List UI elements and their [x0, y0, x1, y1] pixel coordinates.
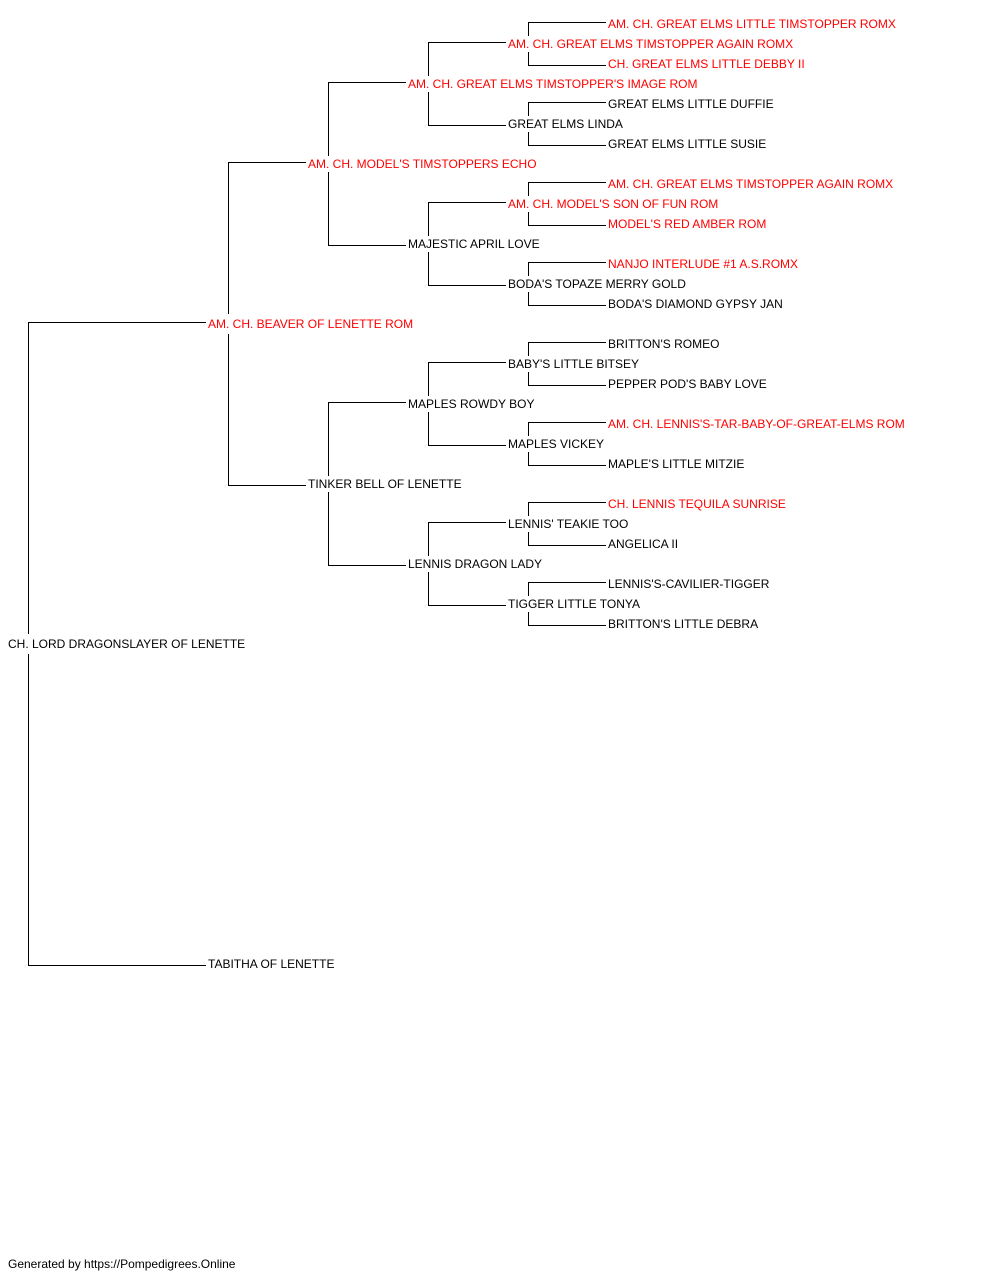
dog-ssss[interactable]: AM. CH. GREAT ELMS TIMSTOPPER AGAIN ROMX [508, 37, 794, 51]
dog-ssssd[interactable]: CH. GREAT ELMS LITTLE DEBBY II [608, 57, 805, 71]
dog-sddds[interactable]: LENNIS'S-CAVILIER-TIGGER [608, 577, 770, 591]
dog-ssdds[interactable]: NANJO INTERLUDE #1 A.S.ROMX [608, 257, 799, 271]
dog-sssdd[interactable]: GREAT ELMS LITTLE SUSIE [608, 137, 767, 151]
dog-ssdsd[interactable]: MODEL'S RED AMBER ROM [608, 217, 767, 231]
dog-dam[interactable]: TABITHA OF LENETTE [208, 957, 335, 971]
dog-sdssd[interactable]: PEPPER POD'S BABY LOVE [608, 377, 767, 391]
dog-sddd[interactable]: TIGGER LITTLE TONYA [508, 597, 641, 611]
dog-sssds[interactable]: GREAT ELMS LITTLE DUFFIE [608, 97, 774, 111]
dog-sssss[interactable]: AM. CH. GREAT ELMS LITTLE TIMSTOPPER ROM… [608, 17, 896, 31]
dog-sdsdd[interactable]: MAPLE'S LITTLE MITZIE [608, 457, 745, 471]
dog-sddsd[interactable]: ANGELICA II [608, 537, 679, 551]
dog-ssds[interactable]: AM. CH. MODEL'S SON OF FUN ROM [508, 197, 719, 211]
generated-by-footer: Generated by https://Pompedigrees.Online [8, 1257, 236, 1271]
dog-ssdd[interactable]: BODA'S TOPAZE MERRY GOLD [508, 277, 686, 291]
dog-sdddd[interactable]: BRITTON'S LITTLE DEBRA [608, 617, 759, 631]
dog-ssd[interactable]: MAJESTIC APRIL LOVE [408, 237, 540, 251]
dog-sdds[interactable]: LENNIS' TEAKIE TOO [508, 517, 629, 531]
dog-sddss[interactable]: CH. LENNIS TEQUILA SUNRISE [608, 497, 786, 511]
dog-sire-sire[interactable]: AM. CH. MODEL'S TIMSTOPPERS ECHO [308, 157, 537, 171]
dog-sdss[interactable]: BABY'S LITTLE BITSEY [508, 357, 640, 371]
dog-sss[interactable]: AM. CH. GREAT ELMS TIMSTOPPER'S IMAGE RO… [408, 77, 698, 91]
dog-sdsds[interactable]: AM. CH. LENNIS'S-TAR-BABY-OF-GREAT-ELMS … [608, 417, 905, 431]
dog-sdd[interactable]: LENNIS DRAGON LADY [408, 557, 543, 571]
dog-sire-dam[interactable]: TINKER BELL OF LENETTE [308, 477, 462, 491]
dog-subject[interactable]: CH. LORD DRAGONSLAYER OF LENETTE [8, 637, 246, 651]
dog-ssddd[interactable]: BODA'S DIAMOND GYPSY JAN [608, 297, 783, 311]
dog-sds[interactable]: MAPLES ROWDY BOY [408, 397, 535, 411]
dog-sssd[interactable]: GREAT ELMS LINDA [508, 117, 623, 131]
dog-sire[interactable]: AM. CH. BEAVER OF LENETTE ROM [208, 317, 414, 331]
dog-ssdss[interactable]: AM. CH. GREAT ELMS TIMSTOPPER AGAIN ROMX [608, 177, 894, 191]
dog-sdsd[interactable]: MAPLES VICKEY [508, 437, 605, 451]
dog-sdsss[interactable]: BRITTON'S ROMEO [608, 337, 720, 351]
